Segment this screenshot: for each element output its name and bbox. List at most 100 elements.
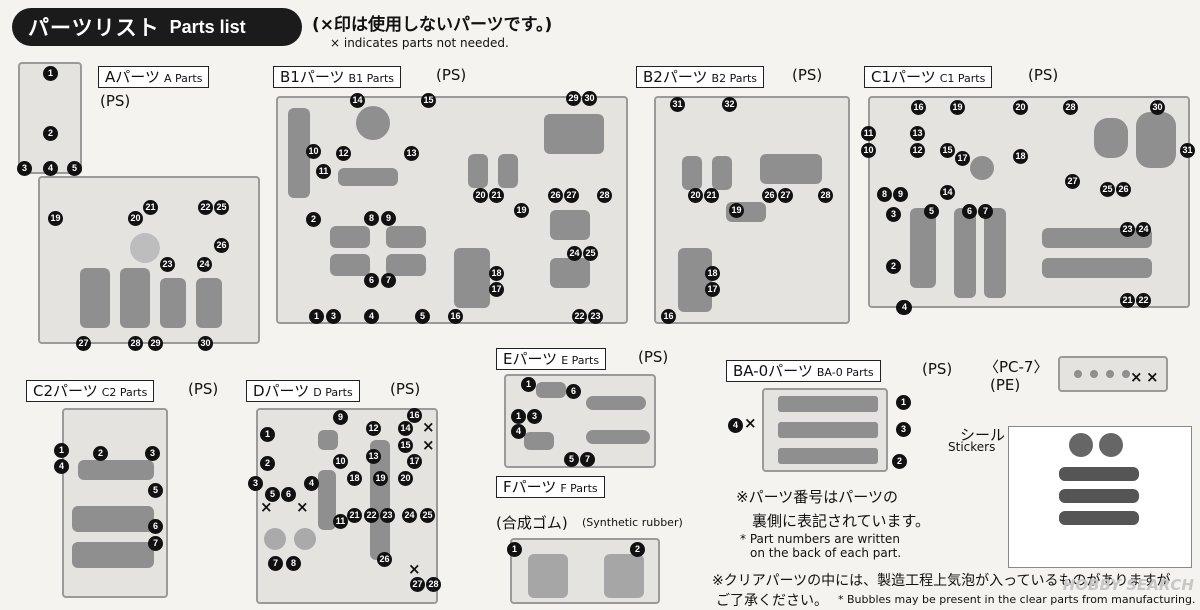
d-num-25: 25 [420,508,435,523]
part-number-note-jp-1: ※パーツ番号はパーツの [736,488,898,506]
d-num-21: 21 [347,508,362,523]
b1-num-10: 10 [306,144,321,159]
b1-num-18: 18 [489,266,504,281]
b1-num-5: 5 [415,309,430,324]
footer-jp-1: ※クリアパーツの中には、製造工程上気泡が入っているものがありますが [712,573,1171,589]
b2-num-28: 28 [818,188,833,203]
a-num-30: 30 [198,336,213,351]
e-num-1b: 1 [511,409,526,424]
c1-num-8: 8 [877,187,892,202]
part-number-note-en-2: on the back of each part. [750,546,902,560]
c1-num-21: 21 [1120,293,1135,308]
d-num-7: 7 [268,556,283,571]
b1-num-28: 28 [597,188,612,203]
a-num-21: 21 [143,200,158,215]
c2-num-1: 1 [54,443,69,458]
b2-parts-sheet [654,96,850,324]
a-num-28: 28 [128,336,143,351]
part-number-note-jp-2: 裏側に表記されています。 [752,512,931,530]
d-num-9: 9 [333,410,348,425]
b1-num-26: 26 [548,188,563,203]
c1-num-23: 23 [1120,222,1135,237]
c1-parts-sheet [868,96,1190,308]
ba0-parts-material: (PS) [922,360,953,378]
d-num-4: 4 [304,476,319,491]
a-num-25: 25 [214,200,229,215]
c1-num-20: 20 [1013,100,1028,115]
b1-num-22: 22 [572,309,587,324]
c1-num-2: 2 [886,259,901,274]
b1-num-11: 11 [316,164,331,179]
d-num-13: 13 [366,449,381,464]
b1-num-2: 2 [306,212,321,227]
b2-num-18: 18 [705,266,720,281]
e-num-6: 6 [566,384,581,399]
e-num-3: 3 [527,409,542,424]
c1-num-3: 3 [886,207,901,222]
a-num-29: 29 [148,336,163,351]
b2-num-20: 20 [688,188,703,203]
b1-num-7: 7 [381,273,396,288]
c1-num-15: 15 [940,143,955,158]
pc7-unused-cross: × [1146,368,1159,386]
d-parts-material: (PS) [390,380,421,398]
b1-num-4: 4 [364,309,379,324]
b1-num-17: 17 [489,282,504,297]
stickers-label-en: Stickers [948,440,996,454]
b1-num-16: 16 [448,309,463,324]
unused-note-en: × indicates parts not needed. [330,36,509,50]
f-num-1: 1 [507,542,522,557]
b2-num-21: 21 [704,188,719,203]
d-num-26: 26 [377,552,392,567]
c2-parts-sheet [62,408,168,598]
e-num-4: 4 [511,424,526,439]
d-num-28: 28 [426,577,441,592]
c1-num-13: 13 [910,126,925,141]
d-num-17: 17 [407,454,422,469]
footer-jp-2: ご了承ください。 [716,593,828,609]
title-en: Parts list [169,16,246,37]
f-num-2: 2 [630,542,645,557]
parts-list-title-badge: パーツリスト Parts list [12,8,302,46]
c2-num-5: 5 [148,483,163,498]
ba0-num-4: 4 [728,418,743,433]
ba0-num-2: 2 [892,454,907,469]
d-num-11: 11 [333,514,348,529]
b1-num-19: 19 [514,203,529,218]
a-num-19: 19 [48,211,63,226]
c1-num-28: 28 [1063,100,1078,115]
d-num-2: 2 [260,456,275,471]
pc7-parts-sheet [1058,356,1168,392]
b2-num-27: 27 [778,188,793,203]
d-num-19: 19 [373,471,388,486]
b2-num-26: 26 [762,188,777,203]
c2-num-3: 3 [145,446,160,461]
c1-num-16: 16 [911,100,926,115]
b2-num-17: 17 [705,282,720,297]
a-num-20: 20 [128,211,143,226]
c1-num-24: 24 [1136,222,1151,237]
a-num-22: 22 [198,200,213,215]
b1-num-30: 30 [582,91,597,106]
b1-num-3: 3 [326,309,341,324]
b1-num-15: 15 [421,93,436,108]
a-num-27: 27 [76,336,91,351]
d-num-20: 20 [398,471,413,486]
part-number-note-en-1: * Part numbers are written [740,532,900,546]
d-num-8: 8 [286,556,301,571]
e-num-5: 5 [564,452,579,467]
c1-num-25: 25 [1100,182,1115,197]
d-num-16: 16 [407,408,422,423]
b1-num-6: 6 [364,273,379,288]
c2-num-2: 2 [93,446,108,461]
title-jp: パーツリスト [28,16,160,40]
d-unused-cross: × [422,418,435,436]
b2-num-32: 32 [722,97,737,112]
b1-num-21: 21 [489,188,504,203]
c1-num-17: 17 [955,151,970,166]
pc7-material: (PE) [990,376,1021,394]
